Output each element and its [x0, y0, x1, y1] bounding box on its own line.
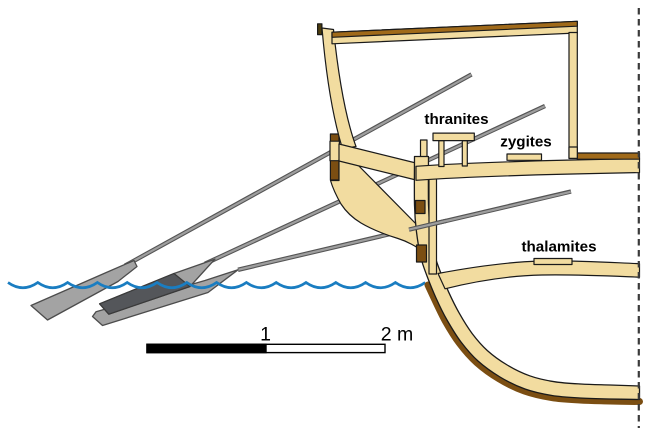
- svg-text:2 m: 2 m: [381, 324, 414, 346]
- svg-text:1: 1: [260, 324, 271, 346]
- svg-text:zygites: zygites: [500, 134, 552, 151]
- svg-text:thranites: thranites: [424, 111, 488, 128]
- svg-text:thalamites: thalamites: [521, 239, 596, 256]
